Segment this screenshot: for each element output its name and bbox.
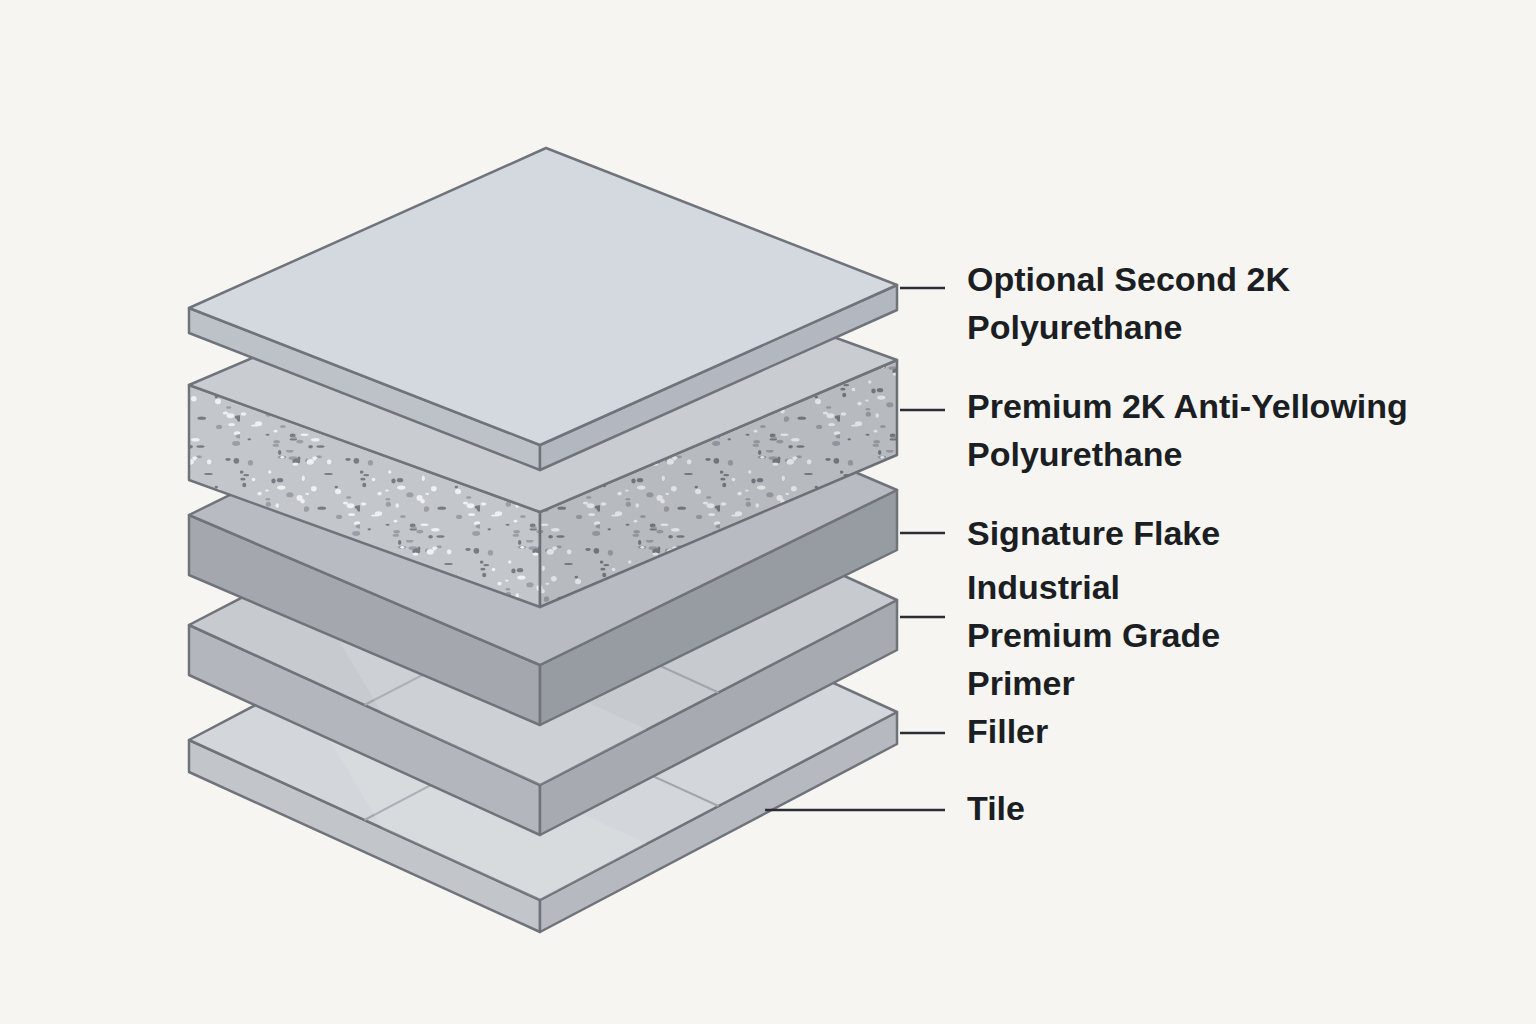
layer-label: Industrial Premium Grade Primer <box>967 563 1267 707</box>
slab-top <box>189 148 897 445</box>
leader-line <box>900 532 945 535</box>
layer-label: Tile <box>967 784 1025 832</box>
layer-label: Premium 2K Anti-Yellowing Polyurethane <box>967 382 1527 478</box>
leader-lines <box>765 288 945 810</box>
leader-line <box>900 409 945 412</box>
layer-label: Optional Second 2K Polyurethane <box>967 255 1297 351</box>
leader-line <box>900 616 945 619</box>
layer-label: Filler <box>967 707 1048 755</box>
leader-line <box>765 809 945 812</box>
layer-slab <box>189 148 897 470</box>
layer-slabs <box>189 148 897 932</box>
leader-line <box>900 287 945 290</box>
layer-label: Signature Flake <box>967 509 1220 557</box>
leader-line <box>900 732 945 735</box>
